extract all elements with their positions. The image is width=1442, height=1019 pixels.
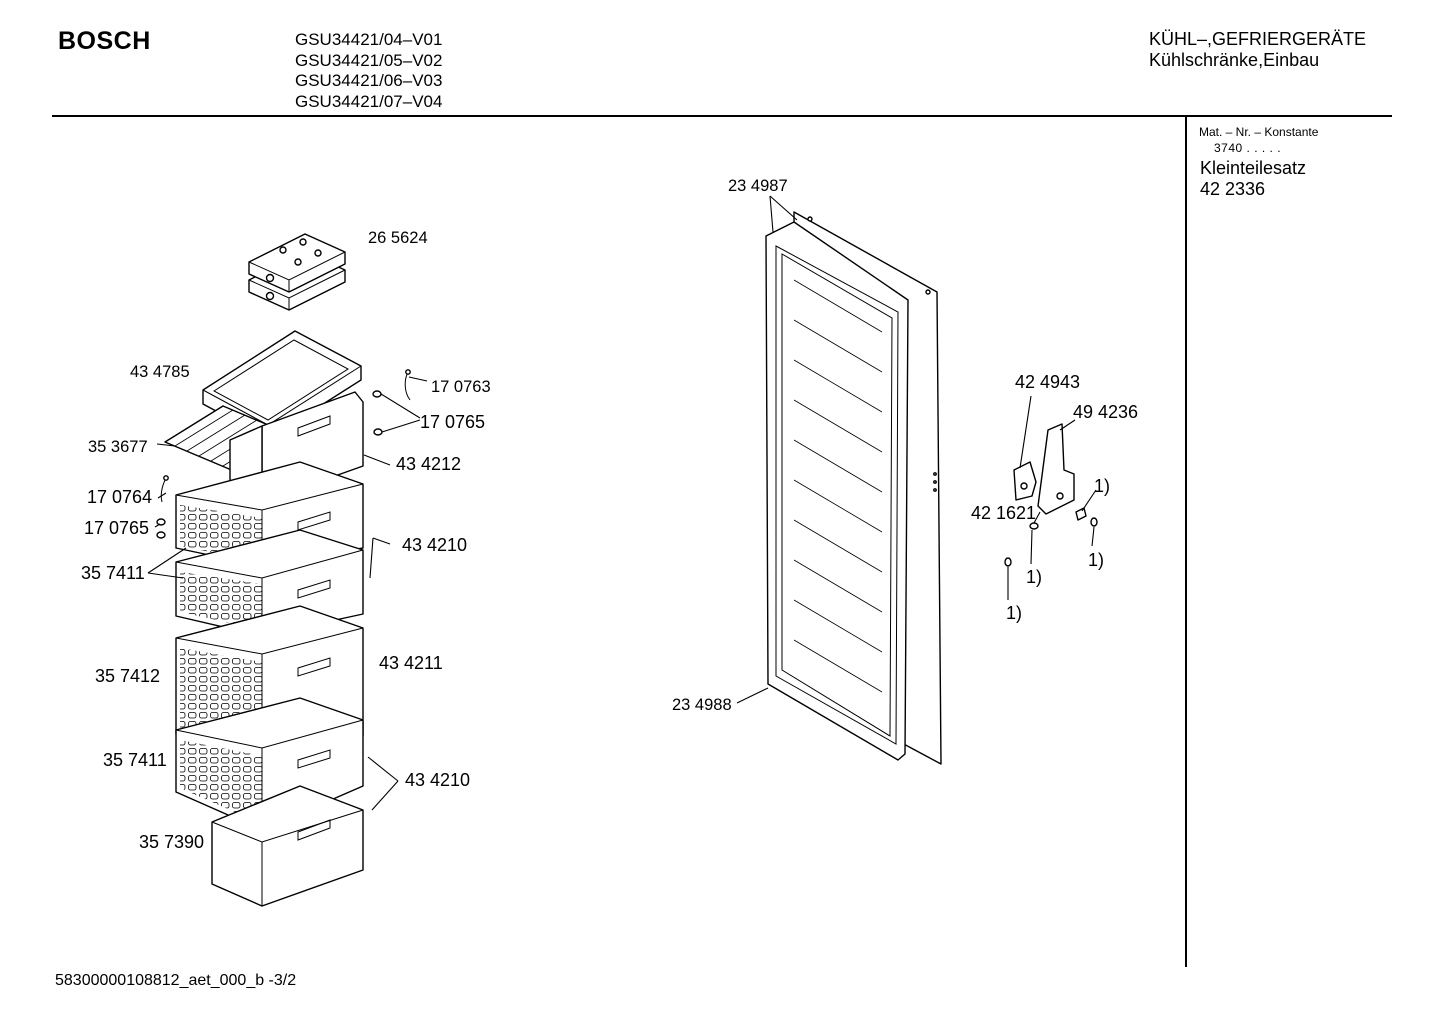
door-drawing (765, 211, 942, 765)
part-label: 17 0764 (87, 487, 152, 507)
model-number: GSU34421/06–V03 (295, 71, 443, 90)
hinge-drawing (1004, 423, 1098, 567)
part-label: 17 0765 (84, 518, 149, 538)
part-label: 35 3677 (88, 438, 148, 456)
model-list: GSU34421/04–V01 GSU34421/05–V02 GSU34421… (295, 30, 442, 112)
model-number: GSU34421/07–V04 (295, 91, 443, 111)
part-label: 35 7411 (103, 750, 167, 770)
footnote-marker: 1) (1094, 476, 1110, 496)
ice-pack-drawing (248, 233, 346, 311)
part-label: 35 7411 (81, 563, 145, 583)
part-label: 49 4236 (1073, 402, 1138, 422)
category-block: KÜHL–,GEFRIERGERÄTE Kühlschränke,Einbau (1149, 29, 1366, 71)
document-id: 58300000108812_aet_000_b -3/2 (55, 972, 297, 989)
category-title: KÜHL–,GEFRIERGERÄTE (1149, 29, 1367, 49)
bottom-drawer-drawing (211, 785, 364, 907)
mat-number-label: Mat. – Nr. – Konstante (1199, 125, 1319, 139)
category-subtitle: Kühlschränke,Einbau (1149, 50, 1320, 70)
kit-number: 42 2336 (1200, 179, 1266, 199)
part-label: 42 4943 (1015, 372, 1080, 392)
part-label: 23 4988 (672, 696, 732, 714)
footnote-marker: 1) (1006, 603, 1022, 623)
part-label: 43 4210 (405, 770, 470, 790)
footnote-marker: 1) (1026, 567, 1042, 587)
part-label: 26 5624 (368, 229, 428, 247)
part-label: 43 4785 (130, 363, 190, 381)
footnote-marker: 1) (1088, 550, 1104, 570)
brand-logo: BOSCH (58, 27, 151, 55)
model-number: GSU34421/05–V02 (295, 50, 443, 70)
model-number: GSU34421/04–V01 (295, 30, 443, 49)
part-label: 43 4210 (402, 535, 467, 555)
part-label: 42 1621 (971, 503, 1036, 523)
part-label: 35 7390 (139, 832, 204, 852)
part-label: 17 0763 (431, 378, 491, 396)
part-label: 17 0765 (420, 412, 485, 432)
part-label: 35 7412 (95, 666, 160, 686)
part-label: 43 4211 (379, 653, 443, 673)
part-label: 43 4212 (396, 454, 461, 474)
mat-number-constant: 3740 . . . . . (1214, 141, 1282, 155)
kit-name: Kleinteilesatz (1200, 158, 1307, 178)
part-label: 23 4987 (728, 177, 788, 195)
clip-parts-drawing (156, 369, 411, 539)
basket-stack-drawing (175, 461, 364, 831)
leader-lines (147, 195, 1097, 811)
